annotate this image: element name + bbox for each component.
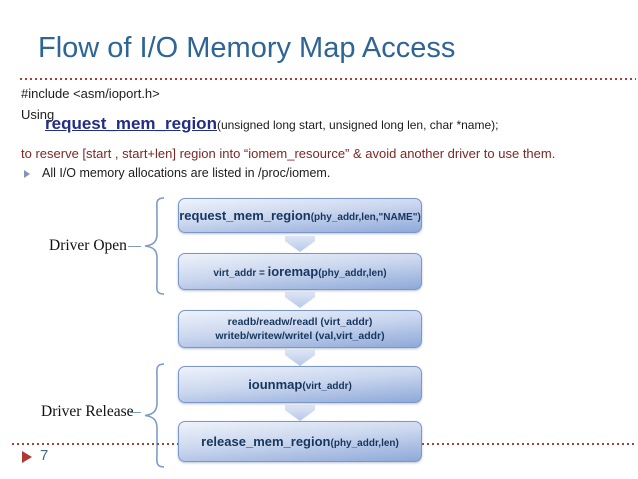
flow-box-prefix-text: virt_addr = xyxy=(213,267,268,279)
function-args: (unsigned long start, unsigned long len,… xyxy=(216,118,499,132)
driver-open-connector-line xyxy=(128,246,141,247)
flow-box-detail-text: (virt_addr) xyxy=(302,380,352,392)
flow-box-ioremap: virt_addr = ioremap(phy_addr,len) xyxy=(178,253,422,290)
flow-box-main-text: release_mem_region xyxy=(201,433,331,449)
function-signature-line: request_mem_region(unsigned long start, … xyxy=(45,114,498,134)
title-divider-dotted-line xyxy=(20,78,636,80)
driver-open-brace-icon xyxy=(141,197,165,295)
driver-release-connector-line xyxy=(130,412,141,413)
page-title: Flow of I/O Memory Map Access xyxy=(38,32,456,64)
flow-arrow-down-icon xyxy=(285,405,315,421)
flow-box-detail-text: (phy_addr,len) xyxy=(318,267,387,279)
flow-box-main-text: iounmap xyxy=(248,376,303,392)
flow-box-line2: writeb/writew/writel (val,virt_addr) xyxy=(215,330,385,342)
flow-box-detail-text: (phy_addr,len,"NAME") xyxy=(310,211,421,223)
page-number: 7 xyxy=(40,447,49,464)
bullet-arrow-icon xyxy=(24,170,30,178)
flow-box-release-mem-region: release_mem_region(phy_addr,len) xyxy=(178,421,422,462)
function-name: request_mem_region xyxy=(45,114,217,133)
flow-box-detail-text: (phy_addr,len) xyxy=(330,437,399,449)
flow-box-iounmap: iounmap(virt_addr) xyxy=(178,366,422,403)
driver-release-label: Driver Release xyxy=(41,403,134,420)
driver-open-label: Driver Open xyxy=(49,237,127,254)
using-label: Using xyxy=(21,107,55,122)
bullet-text: All I/O memory allocations are listed in… xyxy=(42,166,331,180)
driver-release-brace-icon xyxy=(141,363,165,468)
flow-box-read-write: readb/readw/readl (virt_addr) writeb/wri… xyxy=(178,310,422,348)
flow-arrow-down-icon xyxy=(285,236,315,252)
flow-box-main-text: request_mem_region xyxy=(179,207,311,223)
page-marker-icon xyxy=(22,451,32,463)
flow-box-line1: readb/readw/readl (virt_addr) xyxy=(227,315,373,328)
flow-box-main-text: ioremap xyxy=(267,263,319,279)
reserve-description: to reserve [start , start+len] region in… xyxy=(21,146,556,161)
include-line: #include <asm/ioport.h> xyxy=(21,86,160,101)
flow-arrow-down-icon xyxy=(285,292,315,308)
flow-arrow-down-icon xyxy=(285,350,315,366)
flow-box-request-mem-region: request_mem_region(phy_addr,len,"NAME") xyxy=(178,198,422,233)
